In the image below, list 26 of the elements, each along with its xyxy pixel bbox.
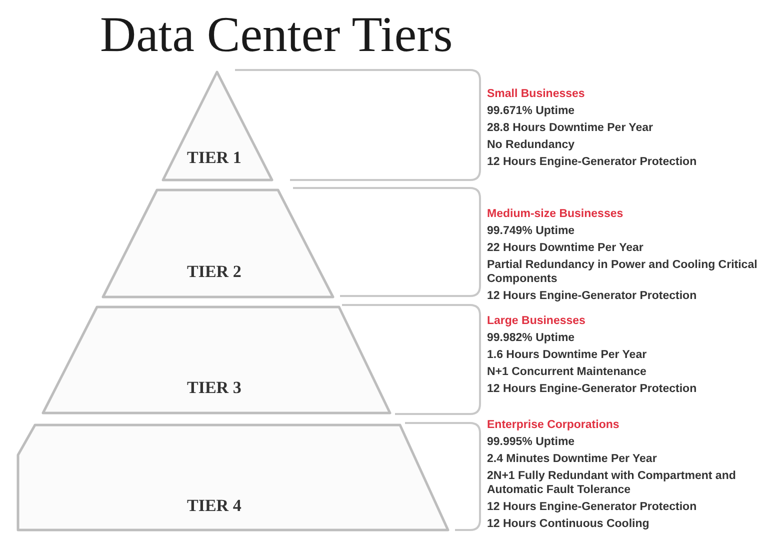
- tier-detail: 1.6 Hours Downtime Per Year: [487, 348, 648, 362]
- tier-detail: N+1 Concurrent Maintenance: [487, 365, 648, 379]
- tier-heading: Enterprise Corporations: [487, 418, 620, 432]
- tier-detail: 12 Hours Engine-Generator Protection: [487, 382, 698, 396]
- tier-detail: 28.8 Hours Downtime Per Year: [487, 121, 654, 135]
- tier-detail: Partial Redundancy in Power and Cooling Critical Components: [487, 258, 758, 286]
- tier-detail: 99.671% Uptime: [487, 104, 576, 118]
- tier-heading: Small Businesses: [487, 87, 586, 101]
- tier-heading: Large Businesses: [487, 314, 586, 328]
- tier-detail: 2N+1 Fully Redundant with Compartment and Automatic Fault Tolerance: [487, 469, 737, 497]
- diagram-title: Data Center Tiers: [100, 6, 453, 62]
- tier-heading: Medium-size Businesses: [487, 207, 624, 221]
- tier-label: TIER 4: [187, 496, 242, 516]
- tier-label: TIER 1: [187, 148, 242, 168]
- tier-detail: 99.982% Uptime: [487, 331, 576, 345]
- tier-detail: No Redundancy: [487, 138, 576, 152]
- tier-detail: 99.749% Uptime: [487, 224, 576, 238]
- tier-detail: 2.4 Minutes Downtime Per Year: [487, 452, 658, 466]
- tier-detail: 12 Hours Engine-Generator Protection: [487, 500, 698, 514]
- tier-label: TIER 2: [187, 262, 242, 282]
- tier-detail: 12 Hours Engine-Generator Protection: [487, 289, 698, 303]
- tier-detail: 22 Hours Downtime Per Year: [487, 241, 644, 255]
- tier-detail: 12 Hours Continuous Cooling: [487, 517, 650, 531]
- tier-label: TIER 3: [187, 378, 242, 398]
- tier-detail: 99.995% Uptime: [487, 435, 576, 449]
- tier-detail: 12 Hours Engine-Generator Protection: [487, 155, 698, 169]
